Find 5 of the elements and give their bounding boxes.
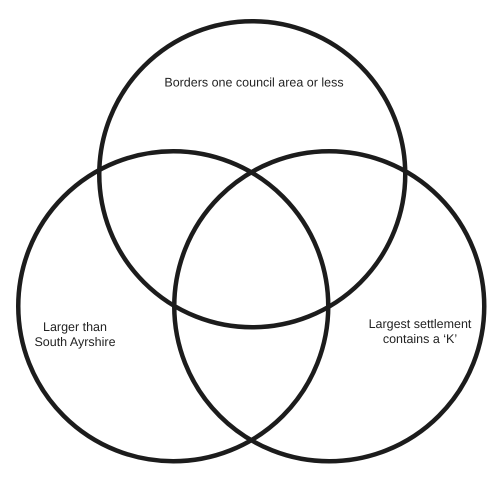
- circle-label: Largest settlement contains a ‘K’: [368, 317, 472, 347]
- circle-label: Borders one council area or less: [163, 76, 345, 90]
- venn-circle: [16, 148, 330, 464]
- venn-circle: [172, 148, 486, 464]
- circle-label: Larger than South Ayrshire: [33, 320, 117, 350]
